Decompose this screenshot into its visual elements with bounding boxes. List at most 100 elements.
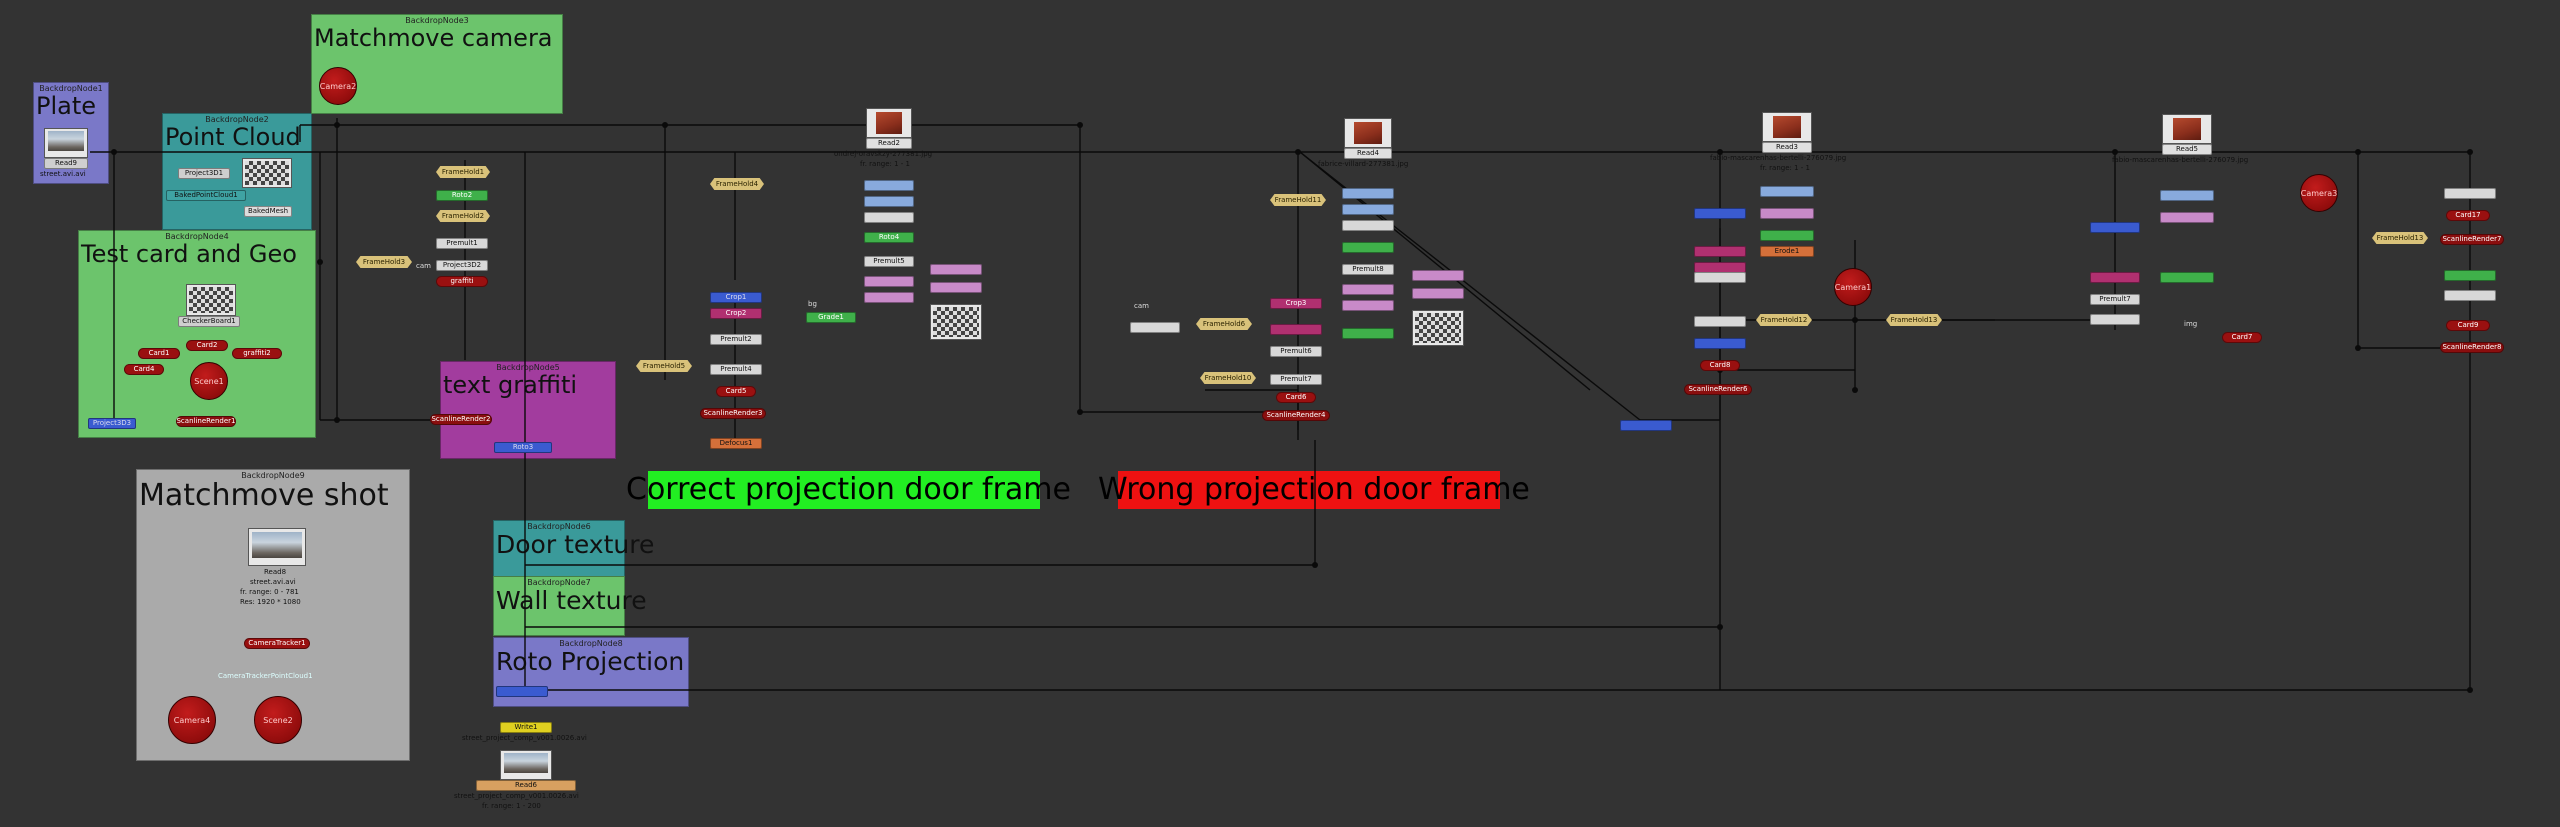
graffiti2-node[interactable]: graffiti2 — [232, 348, 282, 359]
sticky-correct-projection[interactable]: Correct projection door frame — [626, 472, 1071, 507]
framehold5-node[interactable]: FrameHold5 — [636, 360, 692, 372]
write1-node[interactable]: Write1 — [500, 722, 552, 733]
farright-crop[interactable] — [2090, 272, 2140, 283]
read5-pipe-2[interactable] — [2160, 212, 2214, 223]
erode1-node[interactable]: Erode1 — [1760, 246, 1814, 257]
camera1-icon[interactable]: Camera1 — [1834, 268, 1872, 306]
roto2-node[interactable]: Roto2 — [436, 190, 488, 201]
card8-node[interactable]: Card8 — [1700, 360, 1740, 371]
backdrop-door-texture[interactable]: BackdropNode6 Door texture — [493, 520, 654, 577]
premult4-node[interactable]: Premult4 — [710, 364, 762, 375]
farright-col-1[interactable] — [2444, 188, 2496, 199]
read4-pipe-4[interactable] — [1342, 284, 1394, 295]
read2-side-2[interactable] — [930, 282, 982, 293]
backdrop-wall-texture[interactable]: BackdropNode7 Wall texture — [493, 576, 647, 636]
read4-thumbnail[interactable] — [1344, 118, 1392, 148]
premult2-node[interactable]: Premult2 — [710, 334, 762, 345]
read2-pipe-5[interactable] — [864, 292, 914, 303]
project-node-right[interactable] — [1620, 420, 1672, 431]
camera3-icon[interactable]: Camera3 — [2300, 174, 2338, 212]
cameratracker-pointcloud-node[interactable]: CameraTrackerPointCloud1 — [218, 672, 313, 680]
graffiti-node[interactable]: graffiti — [436, 276, 488, 287]
framehold13-node[interactable]: FrameHold13 — [1886, 314, 1942, 326]
premult6-node[interactable]: Premult6 — [1270, 346, 1322, 357]
farright-pipe-1[interactable] — [2090, 222, 2140, 233]
scene2-icon[interactable]: Scene2 — [254, 696, 302, 744]
framehold11-node[interactable]: FrameHold11 — [1270, 194, 1326, 206]
premult5-node[interactable]: Premult5 — [864, 256, 914, 267]
read5-pipe-1[interactable] — [2160, 190, 2214, 201]
scanlinerender2-node[interactable]: ScanlineRender2 — [430, 414, 492, 425]
read9-thumbnail[interactable] — [44, 128, 88, 158]
farright-premult[interactable]: Premult7 — [2090, 294, 2140, 305]
farright-col-3[interactable] — [2444, 290, 2496, 301]
read3-pipe-2[interactable] — [1760, 208, 1814, 219]
read6-thumbnail[interactable] — [500, 750, 552, 780]
card7-node[interactable]: Card7 — [2222, 332, 2262, 343]
read2-side-thumbnail[interactable] — [930, 304, 982, 340]
read6-node[interactable]: Read6 — [476, 780, 576, 791]
premult8-node[interactable]: Premult8 — [1342, 264, 1394, 275]
right-pipe-2[interactable] — [1694, 246, 1746, 257]
scanlinerender6-node[interactable]: ScanlineRender6 — [1684, 384, 1752, 395]
read2-side-1[interactable] — [930, 264, 982, 275]
framehold10-node[interactable]: FrameHold10 — [1200, 372, 1256, 384]
crop1-node[interactable]: Crop1 — [710, 292, 762, 303]
premult7-node[interactable]: Premult7 — [1270, 374, 1322, 385]
camera2-icon[interactable]: Camera2 — [319, 67, 357, 105]
framehold6-node[interactable]: FrameHold6 — [1196, 318, 1252, 330]
read2-pipe-1[interactable] — [864, 180, 914, 191]
framehold12-node[interactable]: FrameHold12 — [1756, 314, 1812, 326]
read4-roto[interactable] — [1342, 242, 1394, 253]
framehold-right-node[interactable]: FrameHold13 — [2372, 232, 2428, 244]
read4-side-2[interactable] — [1412, 288, 1464, 299]
backdrop-test-card-and-geo[interactable]: BackdropNode4 Test card and Geo — [78, 230, 316, 438]
project3d1-node[interactable]: Project3D1 — [178, 168, 230, 179]
roto-projection-node[interactable] — [496, 686, 548, 697]
right-crop[interactable] — [1694, 338, 1746, 349]
framehold4-node[interactable]: FrameHold4 — [710, 178, 764, 190]
read3-node[interactable]: Read3 — [1762, 142, 1812, 153]
crop2-node[interactable]: Crop2 — [710, 308, 762, 319]
read5-node[interactable]: Read5 — [2162, 144, 2212, 155]
read4-pipe-5[interactable] — [1342, 300, 1394, 311]
scene1-icon[interactable]: Scene1 — [190, 362, 228, 400]
read5-grade[interactable] — [2160, 272, 2214, 283]
card2-node[interactable]: Card2 — [186, 340, 228, 351]
framehold2-node[interactable]: FrameHold2 — [436, 210, 490, 222]
sticky-wrong-projection[interactable]: Wrong projection door frame — [1098, 472, 1530, 507]
project-node-wrong[interactable] — [1130, 322, 1180, 333]
read4-pipe-2[interactable] — [1342, 204, 1394, 215]
card17-node[interactable]: Card17 — [2446, 210, 2490, 221]
read8-node[interactable]: Read8 — [264, 568, 287, 576]
card9-node[interactable]: Card9 — [2446, 320, 2490, 331]
card6-node[interactable]: Card6 — [1276, 392, 1316, 403]
read3-thumbnail[interactable] — [1762, 112, 1812, 142]
read4-grade[interactable] — [1342, 328, 1394, 339]
defocus1-node[interactable]: Defocus1 — [710, 438, 762, 449]
right-project[interactable] — [1694, 316, 1746, 327]
scanlinerender4-node[interactable]: ScanlineRender4 — [1262, 410, 1330, 421]
project3d3-node[interactable]: Project3D3 — [88, 418, 136, 429]
card4-node[interactable]: Card4 — [124, 364, 164, 375]
read2-node[interactable]: Read2 — [866, 138, 912, 149]
crop3-node[interactable]: Crop3 — [1270, 298, 1322, 309]
premult1-node[interactable]: Premult1 — [436, 238, 488, 249]
checkerboard-node[interactable]: CheckerBoard1 — [178, 316, 240, 327]
read5-thumbnail[interactable] — [2162, 114, 2212, 144]
read2-pipe-4[interactable] — [864, 276, 914, 287]
right-pipe-1[interactable] — [1694, 208, 1746, 219]
scanlinerender7-node[interactable]: ScanlineRender7 — [2440, 234, 2504, 245]
read2-pipe-3[interactable] — [864, 212, 914, 223]
project3d2-node[interactable]: Project3D2 — [436, 260, 488, 271]
read2-pipe-2[interactable] — [864, 196, 914, 207]
scanlinerender3-node[interactable]: ScanlineRender3 — [700, 408, 766, 419]
bakedpointcloud-node[interactable]: BakedPointCloud1 — [166, 190, 246, 201]
farright-col-2[interactable] — [2444, 270, 2496, 281]
read8-thumbnail[interactable] — [248, 528, 306, 566]
read3-grade[interactable] — [1760, 230, 1814, 241]
right-premult[interactable] — [1694, 272, 1746, 283]
read3-pipe-1[interactable] — [1760, 186, 1814, 197]
framehold1-node[interactable]: FrameHold1 — [436, 166, 490, 178]
read4-pipe-3[interactable] — [1342, 220, 1394, 231]
